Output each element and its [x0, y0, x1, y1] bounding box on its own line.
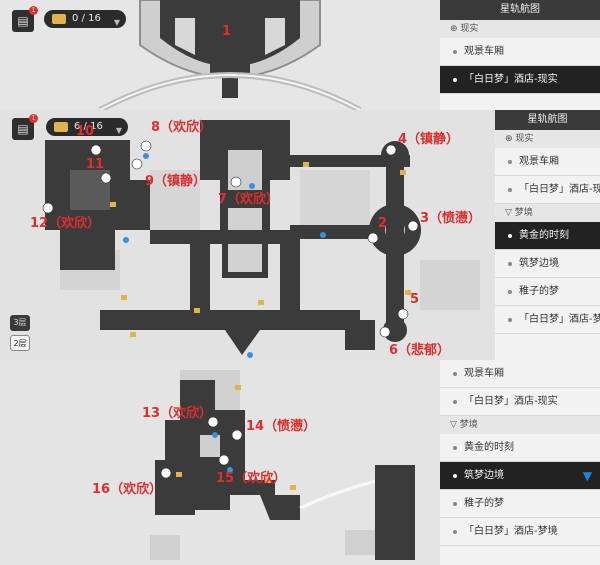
list-item-selected[interactable]: 黄金的时刻 — [495, 222, 600, 250]
notification-badge: 1 — [29, 114, 38, 123]
annotation-6: 6（悲郁） — [389, 343, 451, 358]
collectible-7-icon — [230, 176, 242, 188]
annotation-12: 12（欢欣） — [30, 216, 101, 231]
annotation-10: 10 — [76, 124, 95, 139]
star-rail-map-list-bottom: 观景车厢 「白日梦」酒店-现实 ▽ 梦境 黄金的时刻 筑梦边境 ▼ 稚子的梦 「… — [440, 360, 600, 565]
collectible-13-icon — [207, 416, 219, 428]
collectible-12-icon — [42, 202, 54, 214]
annotation-11: 11 — [86, 157, 105, 172]
list-title: 星轨航图 — [495, 110, 600, 130]
list-item[interactable]: 「白日梦」酒店-现实 — [440, 388, 600, 416]
annotation-1: 1 — [222, 24, 232, 39]
map-panel-top: ▤ 1 0 / 16 ▼ 星轨航图 ⊕ 现实 观景车厢 「白日梦」酒店-现实 — [0, 0, 600, 110]
selected-arrow-icon: ▼ — [582, 469, 592, 483]
list-item[interactable]: 观景车厢 — [440, 38, 600, 66]
chest-counter[interactable]: 0 / 16 ▼ — [44, 10, 126, 28]
chest-counter[interactable]: 6 / 16 ▼ — [46, 118, 128, 136]
chest-icon — [54, 122, 68, 132]
group-dream: ▽ 梦境 — [440, 416, 600, 434]
mission-log-button[interactable]: ▤ — [12, 10, 34, 32]
group-dream: ▽ 梦境 — [495, 204, 600, 222]
collectible-14-icon — [231, 429, 243, 441]
notification-badge: 1 — [29, 6, 38, 15]
mission-log-button[interactable]: ▤ — [12, 118, 34, 140]
collectible-16-icon — [160, 467, 172, 479]
star-rail-map-list-middle: 星轨航图 ⊕ 现实 观景车厢 「白日梦」酒店-现实 ▽ 梦境 黄金的时刻 筑梦边… — [495, 110, 600, 360]
collectible-2-icon — [367, 232, 379, 244]
annotation-15: 15（欢欣） — [216, 471, 287, 486]
collectible-4-icon — [385, 144, 397, 156]
collectible-10-icon — [90, 144, 102, 156]
floor-button-2[interactable]: 2层 — [10, 335, 30, 351]
list-item[interactable]: 筑梦边境 — [495, 250, 600, 278]
list-item-selected[interactable]: 「白日梦」酒店-现实 — [440, 66, 600, 94]
list-item[interactable]: 观景车厢 — [495, 148, 600, 176]
chevron-down-icon: ▼ — [115, 126, 122, 135]
collectible-8-icon — [140, 140, 152, 152]
chevron-down-icon: ▼ — [113, 18, 120, 27]
list-item[interactable]: 「白日梦」酒店-现实 — [495, 176, 600, 204]
collectible-9-icon — [131, 158, 143, 170]
annotation-16: 16（欢欣） — [92, 482, 163, 497]
star-rail-map-list-top: 星轨航图 ⊕ 现实 观景车厢 「白日梦」酒店-现实 — [440, 0, 600, 110]
collectible-11-icon — [100, 172, 112, 184]
collectible-3-icon — [407, 220, 419, 232]
annotation-2: 2 — [378, 216, 388, 231]
list-title: 星轨航图 — [440, 0, 600, 20]
annotation-14: 14（愤懑） — [246, 419, 317, 434]
chest-icon — [52, 14, 66, 24]
collectible-6-icon — [379, 326, 391, 338]
annotation-13: 13（欢欣） — [142, 406, 213, 421]
floor-button-3[interactable]: 3层 — [10, 315, 30, 331]
annotation-9: 9（镇静） — [145, 174, 207, 189]
map-panel-middle: ▤ 1 6 / 16 ▼ 3层 2层 星轨航图 ⊕ 现实 观景车厢 「白日梦」酒… — [0, 110, 600, 360]
map-panel-bottom: 观景车厢 「白日梦」酒店-现实 ▽ 梦境 黄金的时刻 筑梦边境 ▼ 稚子的梦 「… — [0, 360, 600, 565]
chest-count-text: 0 / 16 — [72, 13, 101, 24]
annotation-4: 4（镇静） — [398, 132, 460, 147]
list-item[interactable]: 「白日梦」酒店-梦境 — [440, 518, 600, 546]
collectible-5-icon — [397, 308, 409, 320]
annotation-7: 7（欢欣） — [218, 192, 280, 207]
annotation-8: 8（欢欣） — [151, 120, 213, 135]
annotation-3: 3（愤懑） — [420, 211, 482, 226]
list-item-selected[interactable]: 筑梦边境 ▼ — [440, 462, 600, 490]
list-item[interactable]: 黄金的时刻 — [440, 434, 600, 462]
group-reality: ⊕ 现实 — [495, 130, 600, 148]
list-item[interactable]: 观景车厢 — [440, 360, 600, 388]
annotation-5: 5 — [410, 292, 420, 307]
collectible-15-icon — [218, 454, 230, 466]
group-reality: ⊕ 现实 — [440, 20, 600, 38]
list-item[interactable]: 「白日梦」酒店-梦境 — [495, 306, 600, 334]
list-item[interactable]: 稚子的梦 — [440, 490, 600, 518]
list-item[interactable]: 稚子的梦 — [495, 278, 600, 306]
chest-count-text: 6 / 16 — [74, 121, 103, 132]
